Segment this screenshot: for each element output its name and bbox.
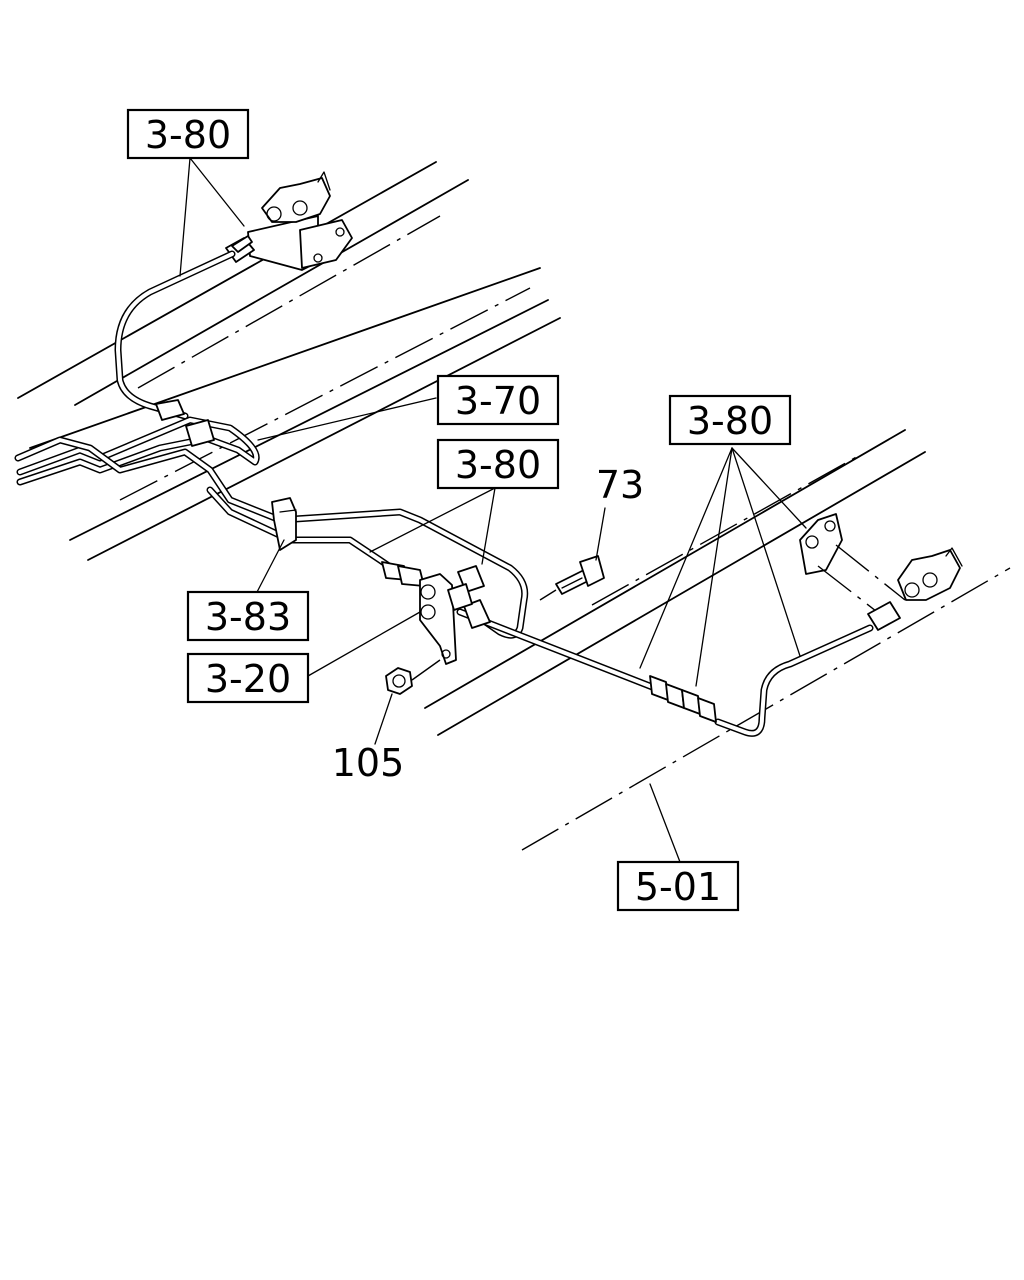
callout-3-83: 3-83 <box>186 590 310 642</box>
bolt-73 <box>539 555 605 601</box>
callout-label: 3-80 <box>455 443 541 487</box>
brake-pipes <box>14 250 874 737</box>
callout-5-01: 5-01 <box>616 860 740 912</box>
callout-label: 3-80 <box>687 399 773 443</box>
callout-3-80-right: 3-80 <box>668 394 792 446</box>
callout-3-80-top: 3-80 <box>126 108 250 160</box>
valve-assembly-top-left <box>225 171 353 271</box>
pipe-fittings <box>155 399 717 723</box>
callout-3-20: 3-20 <box>186 652 310 704</box>
callout-label: 3-70 <box>455 379 541 423</box>
leader-lines <box>179 157 807 863</box>
callout-label: 3-20 <box>205 657 291 701</box>
frame-rails <box>17 161 1011 851</box>
nut-105 <box>385 659 441 695</box>
callout-label: 5-01 <box>635 865 721 909</box>
pipe-clip <box>271 497 297 551</box>
valve-assembly-right <box>799 513 963 631</box>
callout-label: 3-80 <box>145 113 231 157</box>
mounting-bracket <box>419 573 473 665</box>
part-number-73: 73 <box>596 463 644 507</box>
part-number-105: 105 <box>332 741 405 785</box>
callout-3-80-mid: 3-80 <box>436 438 560 490</box>
callout-3-70: 3-70 <box>436 374 560 426</box>
callout-label: 3-83 <box>205 595 291 639</box>
